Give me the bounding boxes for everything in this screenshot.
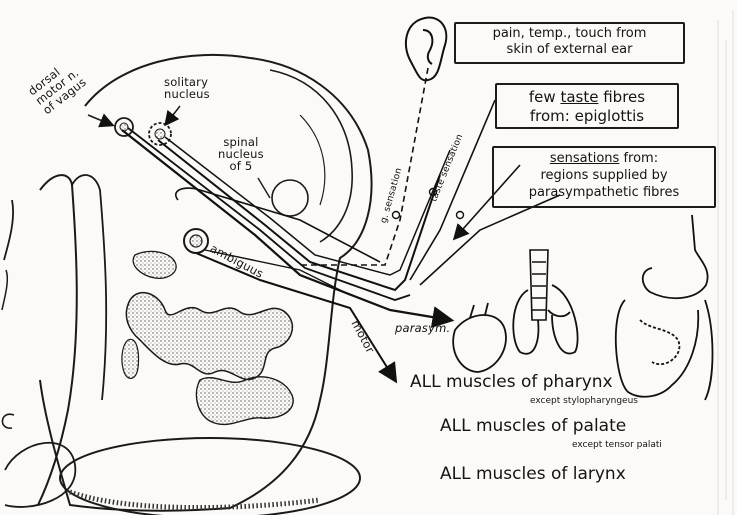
ear-sensation-path	[300, 68, 428, 265]
trachea-icon	[530, 250, 548, 320]
inner-curve	[270, 70, 352, 242]
base-hatching	[70, 492, 320, 508]
pyramid-left	[38, 175, 77, 505]
sensations-path	[420, 195, 560, 285]
inner-curve-2	[300, 115, 325, 205]
ear-sensation-box: pain, temp., touch from skin of external…	[454, 22, 685, 64]
pharynx-muscles: ALL muscles of pharynx	[410, 374, 613, 392]
taste-box-post: fibres	[598, 88, 645, 106]
olive-lower	[196, 377, 293, 425]
parasympathetic-sensations-box: sensations from: regions supplied by par…	[492, 146, 716, 208]
palate-exception: except tensor palati	[572, 441, 662, 450]
taste-box-pre: few	[529, 88, 561, 106]
sensations-box-line-2: regions supplied by	[540, 168, 667, 183]
left-stroke-1	[4, 200, 13, 260]
stippled-tube	[122, 339, 139, 378]
larynx-muscles: ALL muscles of larynx	[440, 466, 626, 484]
sensations-box-post: from:	[619, 151, 658, 166]
scan-noise	[718, 10, 733, 515]
pharynx-exception: except stylopharyngeus	[530, 397, 638, 406]
ear-box-line-1: pain, temp., touch from	[493, 26, 647, 41]
taste-path	[410, 100, 495, 280]
dorsal-pointer	[88, 115, 112, 125]
solitary-pointer	[166, 106, 180, 124]
solitary-nucleus-label: solitary nucleus	[164, 76, 210, 100]
parasym-label: parasym.	[395, 322, 450, 334]
spinal-label-line-3: of 5	[230, 159, 253, 173]
spinal-nucleus-label: spinal nucleus of 5	[218, 136, 264, 172]
left-curl	[2, 414, 14, 428]
left-stroke-2	[2, 270, 7, 310]
heart-icon	[453, 303, 506, 372]
base-oval-right	[60, 438, 360, 515]
spinal-nucleus-circle	[272, 180, 308, 216]
digestive-icon	[616, 215, 713, 400]
palate-muscles: ALL muscles of palate	[440, 418, 626, 436]
taste-fibres-box: few taste fibres from: epiglottis	[495, 83, 679, 129]
base-oval-left	[5, 443, 75, 507]
ear-box-line-2: skin of external ear	[507, 42, 633, 57]
solitary-label-line-2: nucleus	[164, 87, 210, 101]
sensations-box-underlined: sensations	[550, 151, 619, 166]
sensations-box-line-3: parasympathetic fibres	[529, 185, 679, 200]
taste-box-underlined: taste	[560, 88, 598, 106]
ear-icon	[406, 18, 446, 81]
taste-box-line-2: from: epiglottis	[530, 107, 644, 125]
spinal-pointer	[258, 178, 270, 198]
olive-complex	[126, 293, 292, 380]
stippled-blob	[133, 251, 176, 278]
